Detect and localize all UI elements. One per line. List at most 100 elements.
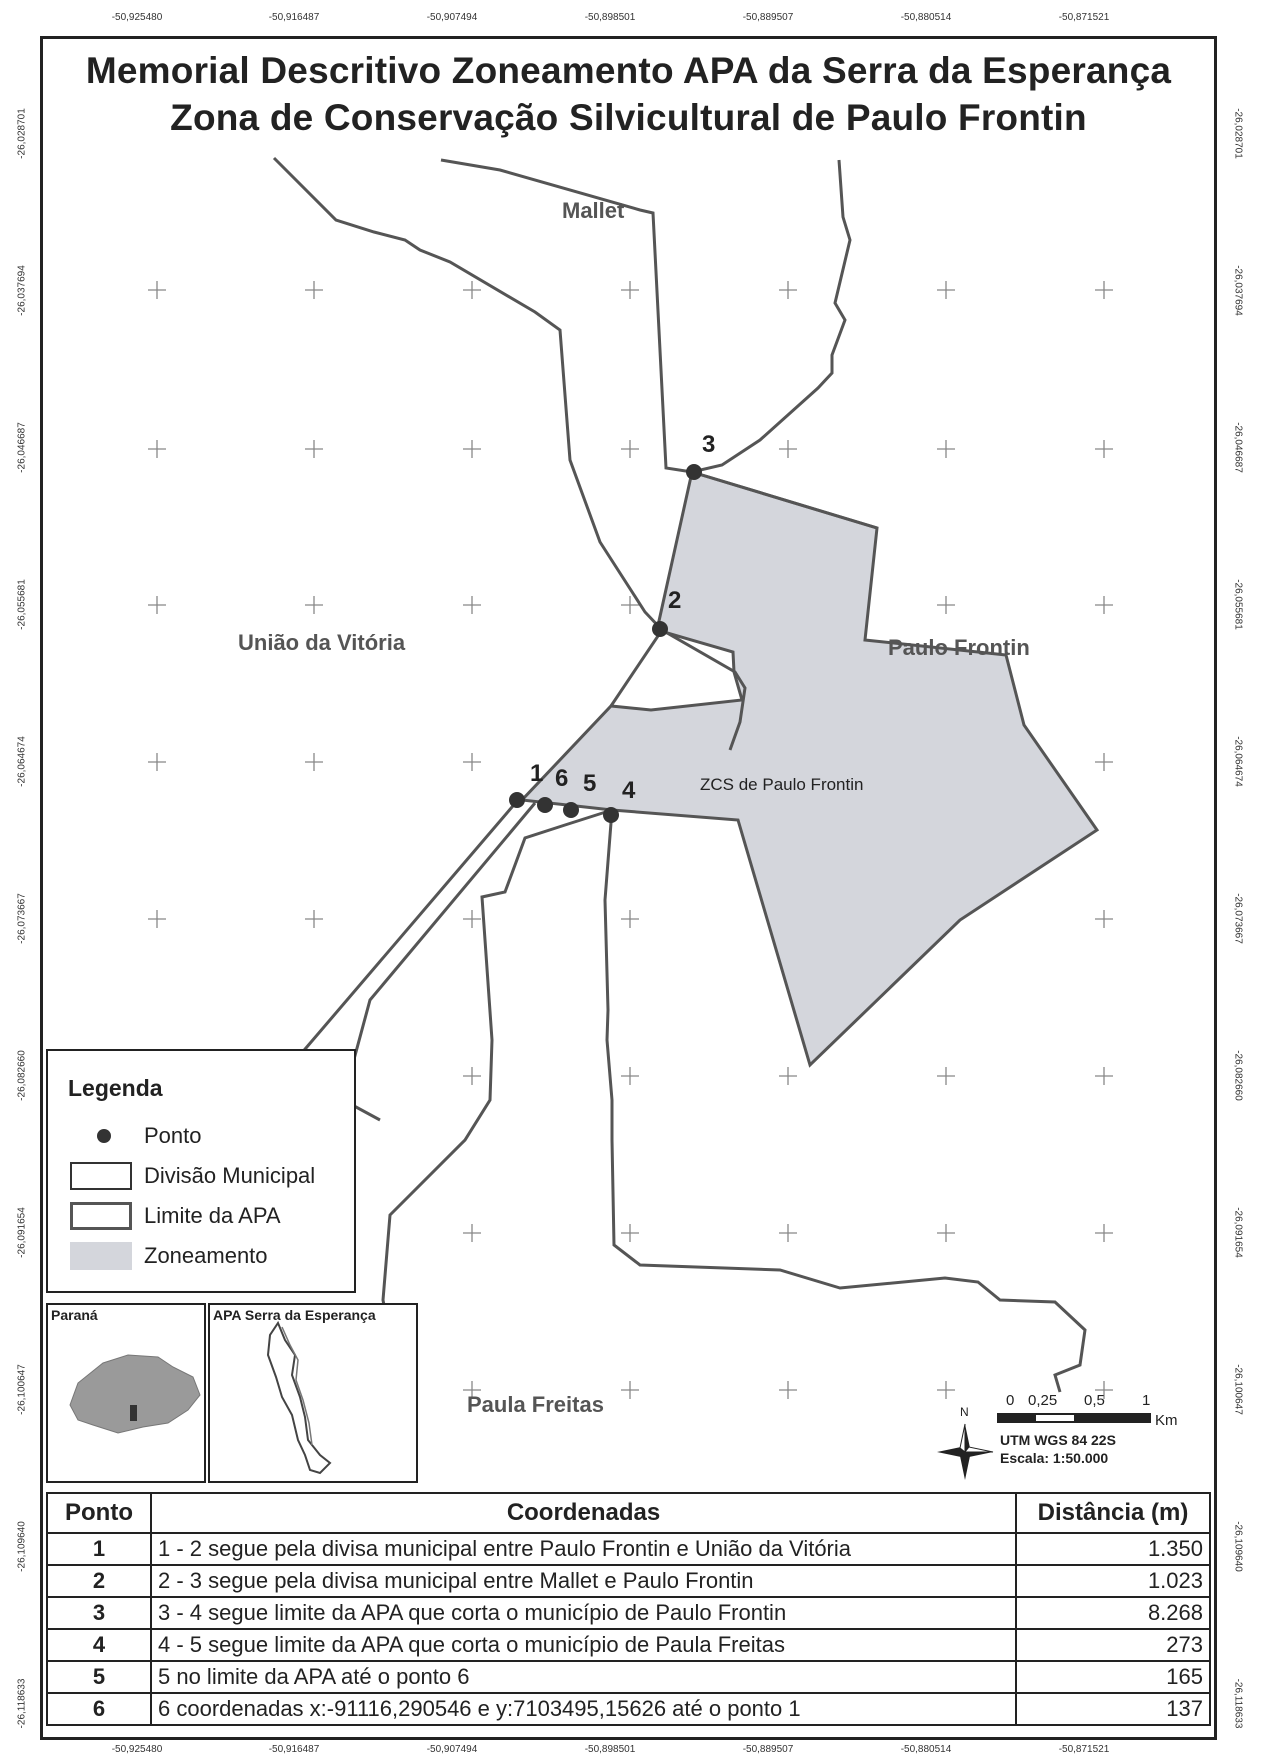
longitude-label-bottom: -50,871521 (1058, 1744, 1110, 1755)
point-label-1: 1 (530, 760, 544, 787)
point-symbol-icon (97, 1129, 111, 1143)
apa-outline-map-icon (266, 1320, 332, 1475)
place-mallet: Mallet (562, 198, 625, 223)
cell-distancia: 1.023 (1015, 1564, 1211, 1598)
inset-parana-label: Paraná (51, 1307, 98, 1323)
legend-item-zoneamento: Zoneamento (144, 1243, 268, 1268)
point-label-3: 3 (702, 431, 716, 458)
cell-coordenadas: 5 no limite da APA até o ponto 6 (150, 1660, 1017, 1694)
latitude-label-left: -26,037694 (16, 265, 28, 316)
cell-ponto: 5 (46, 1660, 152, 1694)
latitude-label-right: -26,064674 (1232, 736, 1244, 787)
cell-coordenadas: 6 coordenadas x:-91116,290546 e y:710349… (150, 1692, 1017, 1726)
scale-tick-025: 0,25 (1028, 1392, 1058, 1409)
cell-coordenadas: 1 - 2 segue pela divisa municipal entre … (150, 1532, 1017, 1566)
scale-tick-05: 0,5 (1084, 1392, 1105, 1409)
longitude-label-bottom: -50,925480 (111, 1744, 163, 1755)
point-label-5: 5 (583, 770, 597, 797)
description-table: Ponto Coordenadas Distância (m) 1 1 - 2 … (46, 1492, 1211, 1726)
north-arrow-icon (937, 1423, 994, 1480)
latitude-label-left: -26,046687 (16, 422, 28, 473)
point-3 (686, 464, 702, 480)
header-ponto: Ponto (46, 1492, 152, 1534)
longitude-label-top: -50,889507 (742, 12, 794, 23)
zoning-symbol-icon (70, 1242, 132, 1270)
latitude-label-right: -26,055681 (1232, 579, 1244, 630)
place-paulo-frontin: Paulo Frontin (888, 635, 1030, 660)
cell-ponto: 6 (46, 1692, 152, 1726)
cell-coordenadas: 4 - 5 segue limite da APA que corta o mu… (150, 1628, 1017, 1662)
inset-parana: Paraná (46, 1303, 206, 1483)
place-uniao-da-vitoria: União da Vitória (238, 630, 406, 655)
zone-label: ZCS de Paulo Frontin (700, 775, 864, 794)
longitude-label-top: -50,871521 (1058, 12, 1110, 23)
cell-distancia: 273 (1015, 1628, 1211, 1662)
table-row: 5 5 no limite da APA até o ponto 6 165 (46, 1660, 1211, 1694)
point-label-6: 6 (555, 765, 569, 792)
cell-coordenadas: 3 - 4 segue limite da APA que corta o mu… (150, 1596, 1017, 1630)
latitude-label-right: -26,091654 (1232, 1207, 1244, 1258)
longitude-label-bottom: -50,907494 (426, 1744, 478, 1755)
point-2 (652, 621, 668, 637)
latitude-label-right: -26,109640 (1232, 1521, 1244, 1572)
longitude-label-bottom: -50,880514 (900, 1744, 952, 1755)
latitude-label-right: -26,082660 (1232, 1050, 1244, 1101)
latitude-label-left: -26,064674 (16, 736, 28, 787)
longitude-label-top: -50,880514 (900, 12, 952, 23)
cell-ponto: 3 (46, 1596, 152, 1630)
header-distancia: Distância (m) (1015, 1492, 1211, 1534)
point-6 (537, 797, 553, 813)
latitude-label-right: -26,037694 (1232, 265, 1244, 316)
map-title-line2: Zona de Conservação Silvicultural de Pau… (170, 97, 1087, 138)
latitude-label-left: -26,118633 (16, 1678, 28, 1729)
longitude-label-bottom: -50,889507 (742, 1744, 794, 1755)
parana-state-map-icon (69, 1354, 201, 1434)
longitude-label-bottom: -50,916487 (268, 1744, 320, 1755)
map-title-line1: Memorial Descritivo Zoneamento APA da Se… (85, 50, 1172, 91)
latitude-label-left: -26,028701 (16, 108, 28, 159)
table-row: 3 3 - 4 segue limite da APA que corta o … (46, 1596, 1211, 1630)
latitude-label-left: -26,091654 (16, 1207, 28, 1258)
cell-distancia: 8.268 (1015, 1596, 1211, 1630)
place-paula-freitas: Paula Freitas (467, 1392, 604, 1417)
cell-distancia: 1.350 (1015, 1532, 1211, 1566)
latitude-label-left: -26,055681 (16, 579, 28, 630)
scale-ratio-label: Escala: 1:50.000 (1000, 1450, 1109, 1466)
point-5 (563, 802, 579, 818)
latitude-label-left: -26,073667 (16, 893, 28, 944)
north-label: N (960, 1405, 969, 1419)
table-row: 2 2 - 3 segue pela divisa municipal entr… (46, 1564, 1211, 1598)
municipal-division-lines (258, 156, 852, 1122)
scale-bar (997, 1413, 1151, 1423)
longitude-label-top: -50,898501 (584, 12, 636, 23)
latitude-label-right: -26,100647 (1232, 1364, 1244, 1415)
projection-label: UTM WGS 84 22S (1000, 1432, 1116, 1448)
latitude-label-left: -26,109640 (16, 1521, 28, 1572)
point-label-2: 2 (668, 587, 682, 614)
scale-unit: Km (1155, 1412, 1178, 1429)
cell-ponto: 4 (46, 1628, 152, 1662)
scale-tick-1: 1 (1142, 1392, 1151, 1409)
apa-limit-symbol-icon (70, 1202, 132, 1230)
latitude-label-right: -26,118633 (1232, 1678, 1244, 1729)
latitude-label-left: -26,100647 (16, 1364, 28, 1415)
latitude-label-right: -26,073667 (1232, 893, 1244, 944)
latitude-label-left: -26,082660 (16, 1050, 28, 1101)
point-markers (509, 464, 702, 823)
longitude-label-top: -50,925480 (111, 12, 163, 23)
cell-ponto: 1 (46, 1532, 152, 1566)
table-row: 1 1 - 2 segue pela divisa municipal entr… (46, 1532, 1211, 1566)
inset-apa: APA Serra da Esperança (208, 1303, 418, 1483)
longitude-label-top: -50,907494 (426, 12, 478, 23)
zoning-area (518, 470, 1100, 1068)
latitude-label-right: -26,046687 (1232, 422, 1244, 473)
point-1 (509, 792, 525, 808)
legend-item-limite: Limite da APA (144, 1203, 281, 1228)
latitude-label-right: -26,028701 (1232, 108, 1244, 159)
longitude-label-bottom: -50,898501 (584, 1744, 636, 1755)
point-4 (603, 807, 619, 823)
inset-apa-label: APA Serra da Esperança (213, 1307, 376, 1323)
table-row: 4 4 - 5 segue limite da APA que corta o … (46, 1628, 1211, 1662)
municipal-division-symbol-icon (70, 1162, 132, 1190)
longitude-label-top: -50,916487 (268, 12, 320, 23)
